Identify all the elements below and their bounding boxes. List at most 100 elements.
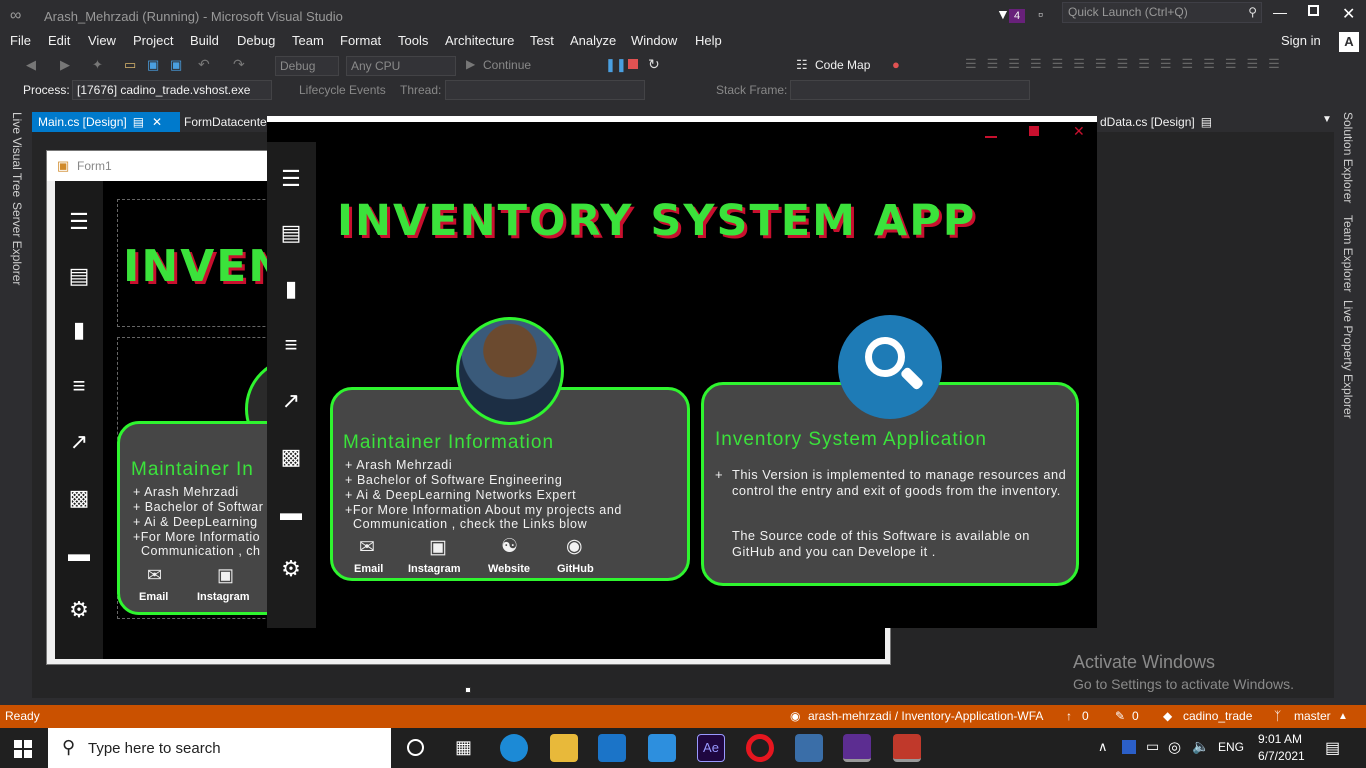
resize-handle[interactable] — [465, 687, 471, 693]
project-name[interactable]: cadino_trade — [1183, 709, 1253, 723]
menu-debug[interactable]: Debug — [237, 33, 276, 48]
server-explorer-tab[interactable]: Server Explorer — [10, 202, 24, 286]
sign-in-link[interactable]: Sign in — [1281, 33, 1321, 48]
after-effects-icon[interactable]: Ae — [697, 734, 725, 762]
clipboard-icon[interactable]: ▮ — [284, 276, 298, 301]
branch-icon[interactable]: ᛉ — [1274, 709, 1282, 723]
pin-icon[interactable]: ▤ — [132, 115, 145, 129]
edge-icon[interactable] — [500, 734, 528, 762]
save-all-icon[interactable]: ▣ — [170, 57, 183, 72]
bar-chart-icon[interactable]: ▤ — [68, 263, 90, 288]
stack-frame-dropdown[interactable] — [790, 80, 1030, 100]
line-chart-icon[interactable]: ↗ — [69, 429, 89, 454]
align-right-icon[interactable]: ≡ — [72, 373, 86, 398]
app-close-button[interactable]: ✕ — [1073, 123, 1085, 139]
visual-studio-icon[interactable] — [843, 734, 871, 762]
continue-button[interactable]: Continue — [483, 58, 532, 72]
thread-dropdown[interactable] — [445, 80, 645, 100]
menu-project[interactable]: Project — [133, 33, 174, 48]
volume-icon[interactable]: 🔈 — [1192, 738, 1210, 754]
github-icon[interactable]: ◉ — [566, 536, 583, 557]
pause-icon[interactable]: ❚❚ — [605, 57, 627, 72]
close-button[interactable]: ✕ — [1342, 6, 1356, 23]
settings-icon[interactable]: ⚙ — [281, 556, 301, 581]
repo-link[interactable]: arash-mehrzadi / Inventory-Application-W… — [808, 709, 1044, 723]
close-tab-icon[interactable]: ✕ — [152, 115, 163, 129]
cortana-icon[interactable] — [407, 739, 424, 756]
maximize-button[interactable] — [1308, 5, 1319, 16]
menu-tools[interactable]: Tools — [398, 33, 429, 48]
tray-app-icon[interactable] — [1122, 740, 1136, 754]
mail-icon[interactable] — [648, 734, 676, 762]
website-icon[interactable]: ☯ — [501, 536, 519, 557]
settings-icon[interactable]: ⚙ — [69, 597, 89, 622]
clock-date[interactable]: 6/7/2021 — [1258, 749, 1305, 763]
live-property-explorer-tab[interactable]: Live Property Explorer — [1341, 300, 1355, 419]
notification-badge[interactable]: 4 — [1009, 9, 1025, 23]
process-dropdown[interactable]: [17676] cadino_trade.vshost.exe — [72, 80, 272, 100]
open-folder-icon[interactable]: ▭ — [124, 57, 137, 72]
solution-explorer-tab[interactable]: Solution Explorer — [1341, 112, 1355, 204]
file-explorer-icon[interactable] — [550, 734, 578, 762]
forward-icon[interactable]: ▶ — [60, 57, 70, 72]
code-map-icon[interactable]: ☷ — [796, 57, 808, 72]
email-icon[interactable]: ✉ — [147, 565, 163, 585]
project-icon[interactable]: ◆ — [1163, 709, 1173, 723]
cash-register-icon[interactable]: ▩ — [68, 485, 90, 510]
menu-icon[interactable]: ☰ — [281, 166, 301, 191]
network-icon[interactable]: ◎ — [1168, 739, 1182, 756]
branch-up-icon[interactable]: ▲ — [1338, 711, 1348, 722]
menu-icon[interactable]: ☰ — [69, 209, 89, 234]
save-icon[interactable]: ▣ — [147, 57, 160, 72]
tab-data-design[interactable]: dData.cs [Design]▤ — [1094, 112, 1218, 132]
tray-chevron-icon[interactable]: ∧ — [1098, 739, 1108, 754]
menu-build[interactable]: Build — [190, 33, 219, 48]
tab-overflow-icon[interactable]: ▼ — [1322, 114, 1332, 125]
menu-analyze[interactable]: Analyze — [570, 33, 617, 48]
restart-icon[interactable]: ↻ — [648, 56, 660, 72]
store-icon[interactable] — [598, 734, 626, 762]
code-map-button[interactable]: Code Map — [815, 58, 871, 72]
designer-email-link[interactable]: Email — [139, 591, 169, 603]
menu-help[interactable]: Help — [695, 33, 722, 48]
website-link[interactable]: Website — [488, 563, 530, 575]
feedback-icon[interactable]: ▫ — [1038, 6, 1043, 22]
branch-name[interactable]: master — [1294, 709, 1331, 723]
instagram-link[interactable]: Instagram — [408, 563, 461, 575]
language-indicator[interactable]: ENG — [1218, 740, 1245, 754]
windows-start-icon[interactable] — [14, 740, 32, 758]
lifecycle-events-dropdown[interactable]: Lifecycle Events — [299, 83, 386, 97]
wallet-icon[interactable]: ▬ — [68, 541, 90, 566]
redo-icon[interactable]: ↷ — [233, 56, 245, 72]
clock-time[interactable]: 9:01 AM — [1258, 732, 1303, 746]
cash-register-icon[interactable]: ▩ — [280, 444, 302, 469]
minimize-button[interactable]: — — [1273, 4, 1287, 20]
wallet-icon[interactable]: ▬ — [280, 500, 302, 525]
task-view-icon[interactable]: ▦ — [455, 737, 473, 757]
line-chart-icon[interactable]: ↗ — [281, 388, 301, 413]
designer-instagram-link[interactable]: Instagram — [197, 591, 250, 603]
tab-main-design[interactable]: Main.cs [Design]▤✕ — [32, 112, 180, 132]
undo-icon[interactable]: ↶ — [198, 56, 210, 72]
app-minimize-button[interactable] — [985, 136, 997, 138]
active-app-icon[interactable] — [893, 734, 921, 762]
email-icon[interactable]: ✉ — [359, 537, 375, 558]
pin-icon[interactable]: ▤ — [1200, 115, 1213, 129]
tray-battery-icon[interactable]: ▭ — [1146, 738, 1160, 754]
breakpoint-icon[interactable]: ● — [892, 57, 900, 72]
menu-edit[interactable]: Edit — [48, 33, 71, 48]
instagram-icon[interactable]: ▣ — [429, 537, 447, 558]
menu-architecture[interactable]: Architecture — [445, 33, 515, 48]
taskbar-search-box[interactable]: ⚲ Type here to search — [48, 728, 391, 768]
github-link[interactable]: GitHub — [557, 563, 594, 575]
continue-icon[interactable]: ▶ — [466, 57, 476, 71]
filter-icon[interactable]: ▼ — [996, 6, 1010, 22]
menu-team[interactable]: Team — [292, 33, 324, 48]
notification-center-icon[interactable]: ▤ — [1325, 740, 1341, 757]
team-explorer-tab[interactable]: Team Explorer — [1341, 215, 1355, 293]
config-dropdown[interactable]: Debug — [275, 56, 339, 76]
menu-view[interactable]: View — [88, 33, 116, 48]
bar-chart-icon[interactable]: ▤ — [280, 220, 302, 245]
tab-formdatacenter[interactable]: FormDatacenter — [184, 115, 271, 129]
platform-dropdown[interactable]: Any CPU — [346, 56, 456, 76]
